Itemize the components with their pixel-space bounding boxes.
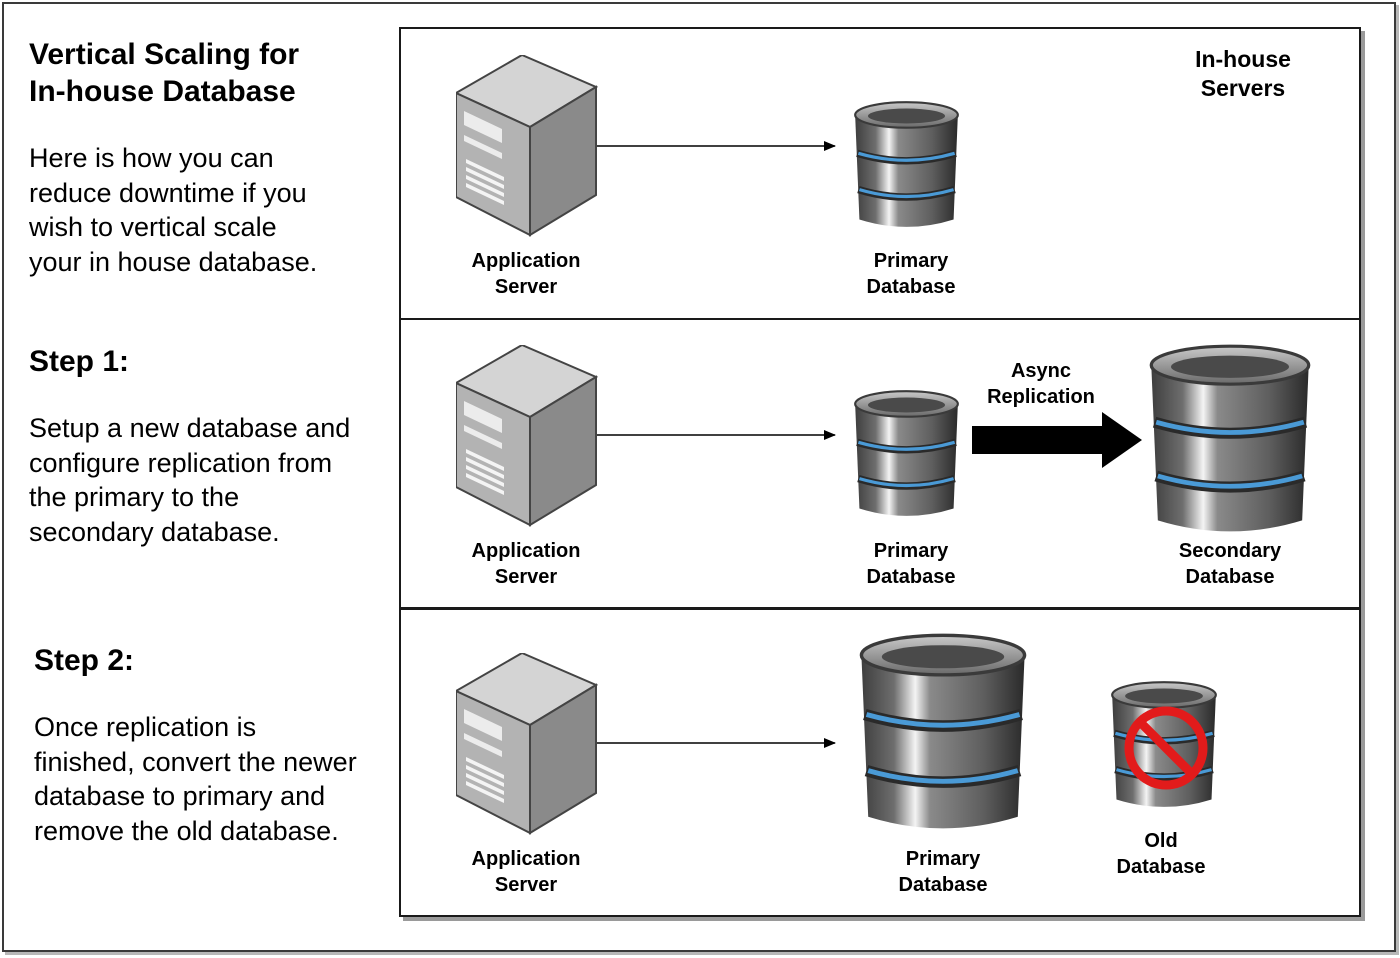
diagram-title: Vertical Scaling for In-house Database bbox=[29, 38, 300, 108]
server-icon bbox=[456, 345, 598, 527]
step1-description: Setup a new database and configure repli… bbox=[29, 413, 351, 547]
connection-arrow bbox=[597, 430, 836, 440]
database-icon bbox=[858, 632, 1028, 830]
server-icon bbox=[456, 55, 598, 237]
step2-title: Step 2: bbox=[34, 644, 135, 677]
old-db-label: Old Database bbox=[1116, 830, 1206, 878]
database-icon bbox=[1148, 343, 1312, 533]
connection-arrow bbox=[597, 738, 836, 748]
prohibited-icon bbox=[1124, 706, 1208, 790]
step1-title: Step 1: bbox=[29, 345, 130, 378]
primary-db-label: Primary Database bbox=[866, 540, 956, 588]
server-icon bbox=[456, 653, 598, 835]
async-replication-label: Async Replication bbox=[987, 360, 1095, 408]
secondary-db-label: Secondary Database bbox=[1178, 540, 1282, 588]
in-house-servers-label: In-house Servers bbox=[1195, 46, 1291, 101]
primary-db-label: Primary Database bbox=[866, 250, 956, 298]
database-icon bbox=[853, 100, 960, 228]
intro-description: Here is how you can reduce downtime if y… bbox=[29, 143, 318, 277]
app-server-label: Application Server bbox=[471, 848, 581, 896]
step2-description: Once replication is finished, convert th… bbox=[34, 712, 357, 846]
primary-db-label: Primary Database bbox=[898, 848, 988, 896]
app-server-label: Application Server bbox=[471, 250, 581, 298]
connection-arrow bbox=[597, 141, 836, 151]
app-server-label: Application Server bbox=[471, 540, 581, 588]
replication-arrow bbox=[972, 412, 1142, 468]
database-icon bbox=[853, 389, 960, 517]
